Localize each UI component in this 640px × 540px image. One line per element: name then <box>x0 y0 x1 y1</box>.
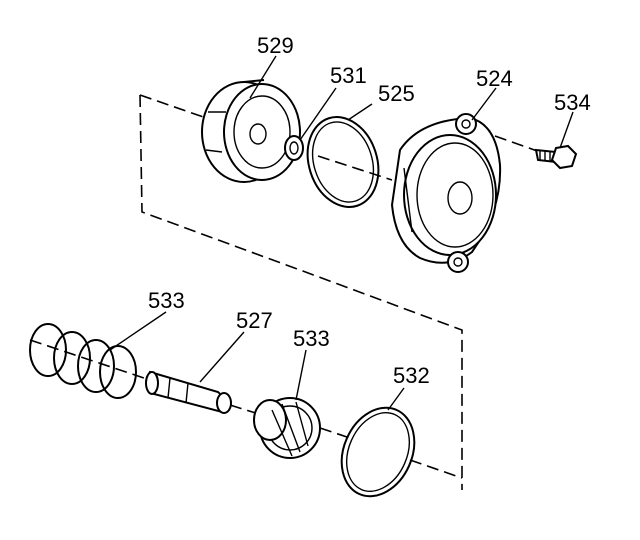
callout-labels: 529 531 525 524 534 533 527 533 532 <box>148 33 591 388</box>
callout-525: 525 <box>378 81 415 106</box>
callout-524: 524 <box>476 66 513 91</box>
callout-533-right: 533 <box>293 326 330 351</box>
part-525-oring <box>306 116 380 208</box>
callout-529: 529 <box>257 33 294 58</box>
callout-534: 534 <box>554 90 591 115</box>
part-533-spring <box>29 323 137 399</box>
part-531-seal <box>284 135 304 161</box>
part-524-housing <box>390 113 502 273</box>
callout-532: 532 <box>393 363 430 388</box>
leader-lines <box>109 55 574 411</box>
part-529-piston <box>201 79 301 183</box>
part-532-oring <box>340 406 416 498</box>
callout-527: 527 <box>236 308 273 333</box>
part-534-bolt <box>534 144 578 170</box>
callout-533-left: 533 <box>148 288 185 313</box>
callout-531: 531 <box>330 63 367 88</box>
part-527-pin <box>145 370 232 414</box>
part-533-retainer <box>253 397 321 459</box>
